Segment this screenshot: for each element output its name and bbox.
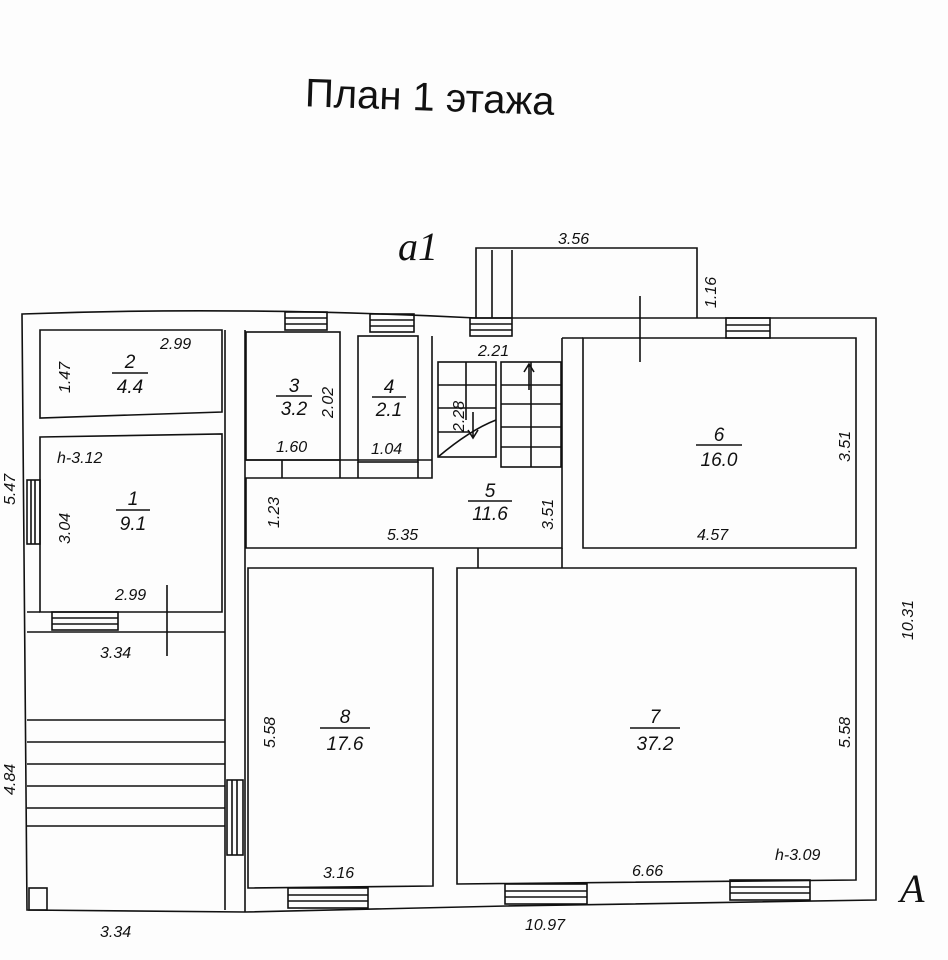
room-5-label: 511.6 — [468, 481, 512, 525]
axis-marker-a: A — [897, 866, 925, 911]
svg-text:2.21: 2.21 — [477, 343, 509, 360]
svg-text:8: 8 — [340, 707, 351, 728]
svg-text:4.57: 4.57 — [697, 527, 729, 544]
svg-text:16.0: 16.0 — [701, 450, 738, 471]
stair-down-arrow-icon — [467, 412, 479, 440]
room-1-outline — [39, 433, 223, 613]
svg-text:3.34: 3.34 — [100, 645, 131, 662]
entrance-steps — [27, 719, 225, 911]
svg-text:3.51: 3.51 — [837, 431, 854, 462]
svg-text:2: 2 — [124, 352, 136, 373]
svg-text:4.4: 4.4 — [117, 377, 143, 398]
svg-text:10.97: 10.97 — [525, 917, 566, 934]
room-1-label: 19.1 — [116, 489, 150, 535]
svg-text:3.04: 3.04 — [57, 513, 74, 544]
svg-text:2.99: 2.99 — [114, 587, 146, 604]
room-2-outline — [39, 329, 223, 419]
svg-text:h-3.09: h-3.09 — [775, 847, 820, 864]
room-5-outline — [245, 336, 563, 549]
svg-text:4.84: 4.84 — [2, 764, 19, 795]
svg-text:37.2: 37.2 — [637, 734, 674, 755]
plan-title: План 1 этажа — [304, 71, 556, 124]
svg-text:6.66: 6.66 — [632, 863, 663, 880]
svg-text:5.58: 5.58 — [837, 717, 854, 748]
axis-marker-a1: a1 — [398, 224, 438, 269]
svg-text:5.47: 5.47 — [2, 473, 19, 505]
svg-text:7: 7 — [650, 707, 662, 728]
svg-text:h-3.12: h-3.12 — [57, 450, 102, 467]
svg-text:11.6: 11.6 — [472, 504, 508, 525]
svg-text:10.31: 10.31 — [900, 600, 917, 640]
svg-text:2.28: 2.28 — [451, 401, 468, 433]
svg-text:4: 4 — [384, 377, 395, 398]
height-labels: h-3.12 h-3.09 — [57, 450, 820, 864]
room-8-label: 817.6 — [320, 707, 370, 755]
svg-text:2.1: 2.1 — [375, 400, 402, 421]
svg-text:3.16: 3.16 — [323, 865, 354, 882]
svg-text:1.04: 1.04 — [371, 441, 402, 458]
svg-text:5: 5 — [485, 481, 496, 502]
svg-text:3.56: 3.56 — [558, 231, 589, 248]
room-4-outline — [357, 335, 419, 463]
svg-text:1: 1 — [128, 489, 139, 510]
room-6-label: 616.0 — [696, 425, 742, 471]
svg-text:3: 3 — [289, 376, 300, 397]
room-7-outline — [456, 567, 857, 885]
room-7-label: 737.2 — [630, 707, 680, 755]
svg-text:1.60: 1.60 — [276, 439, 307, 456]
stair-up-arrow-icon — [523, 362, 535, 390]
walls — [21, 247, 877, 913]
svg-text:3.34: 3.34 — [100, 924, 131, 941]
room-3-label: 33.2 — [276, 376, 312, 420]
windows — [26, 311, 811, 909]
svg-text:1.23: 1.23 — [266, 497, 283, 528]
svg-text:2.99: 2.99 — [159, 336, 191, 353]
room-8-outline — [247, 567, 434, 889]
svg-text:3.51: 3.51 — [540, 499, 557, 530]
svg-text:17.6: 17.6 — [327, 734, 364, 755]
room-2-label: 24.4 — [112, 352, 148, 398]
staircase — [437, 361, 562, 468]
room-4-label: 42.1 — [372, 377, 406, 421]
svg-text:1.47: 1.47 — [57, 361, 74, 393]
svg-text:6: 6 — [714, 425, 725, 446]
svg-text:3.2: 3.2 — [281, 399, 308, 420]
svg-text:9.1: 9.1 — [120, 514, 146, 535]
svg-text:5.58: 5.58 — [262, 717, 279, 748]
room-labels: 19.1 24.4 33.2 42.1 511.6 616.0 737.2 81… — [112, 352, 742, 755]
svg-text:5.35: 5.35 — [387, 527, 418, 544]
svg-text:2.02: 2.02 — [320, 387, 337, 419]
dimension-labels: 3.56 1.16 2.99 1.47 3.04 2.99 5.47 3.34 … — [2, 231, 917, 941]
svg-text:1.16: 1.16 — [703, 277, 720, 308]
